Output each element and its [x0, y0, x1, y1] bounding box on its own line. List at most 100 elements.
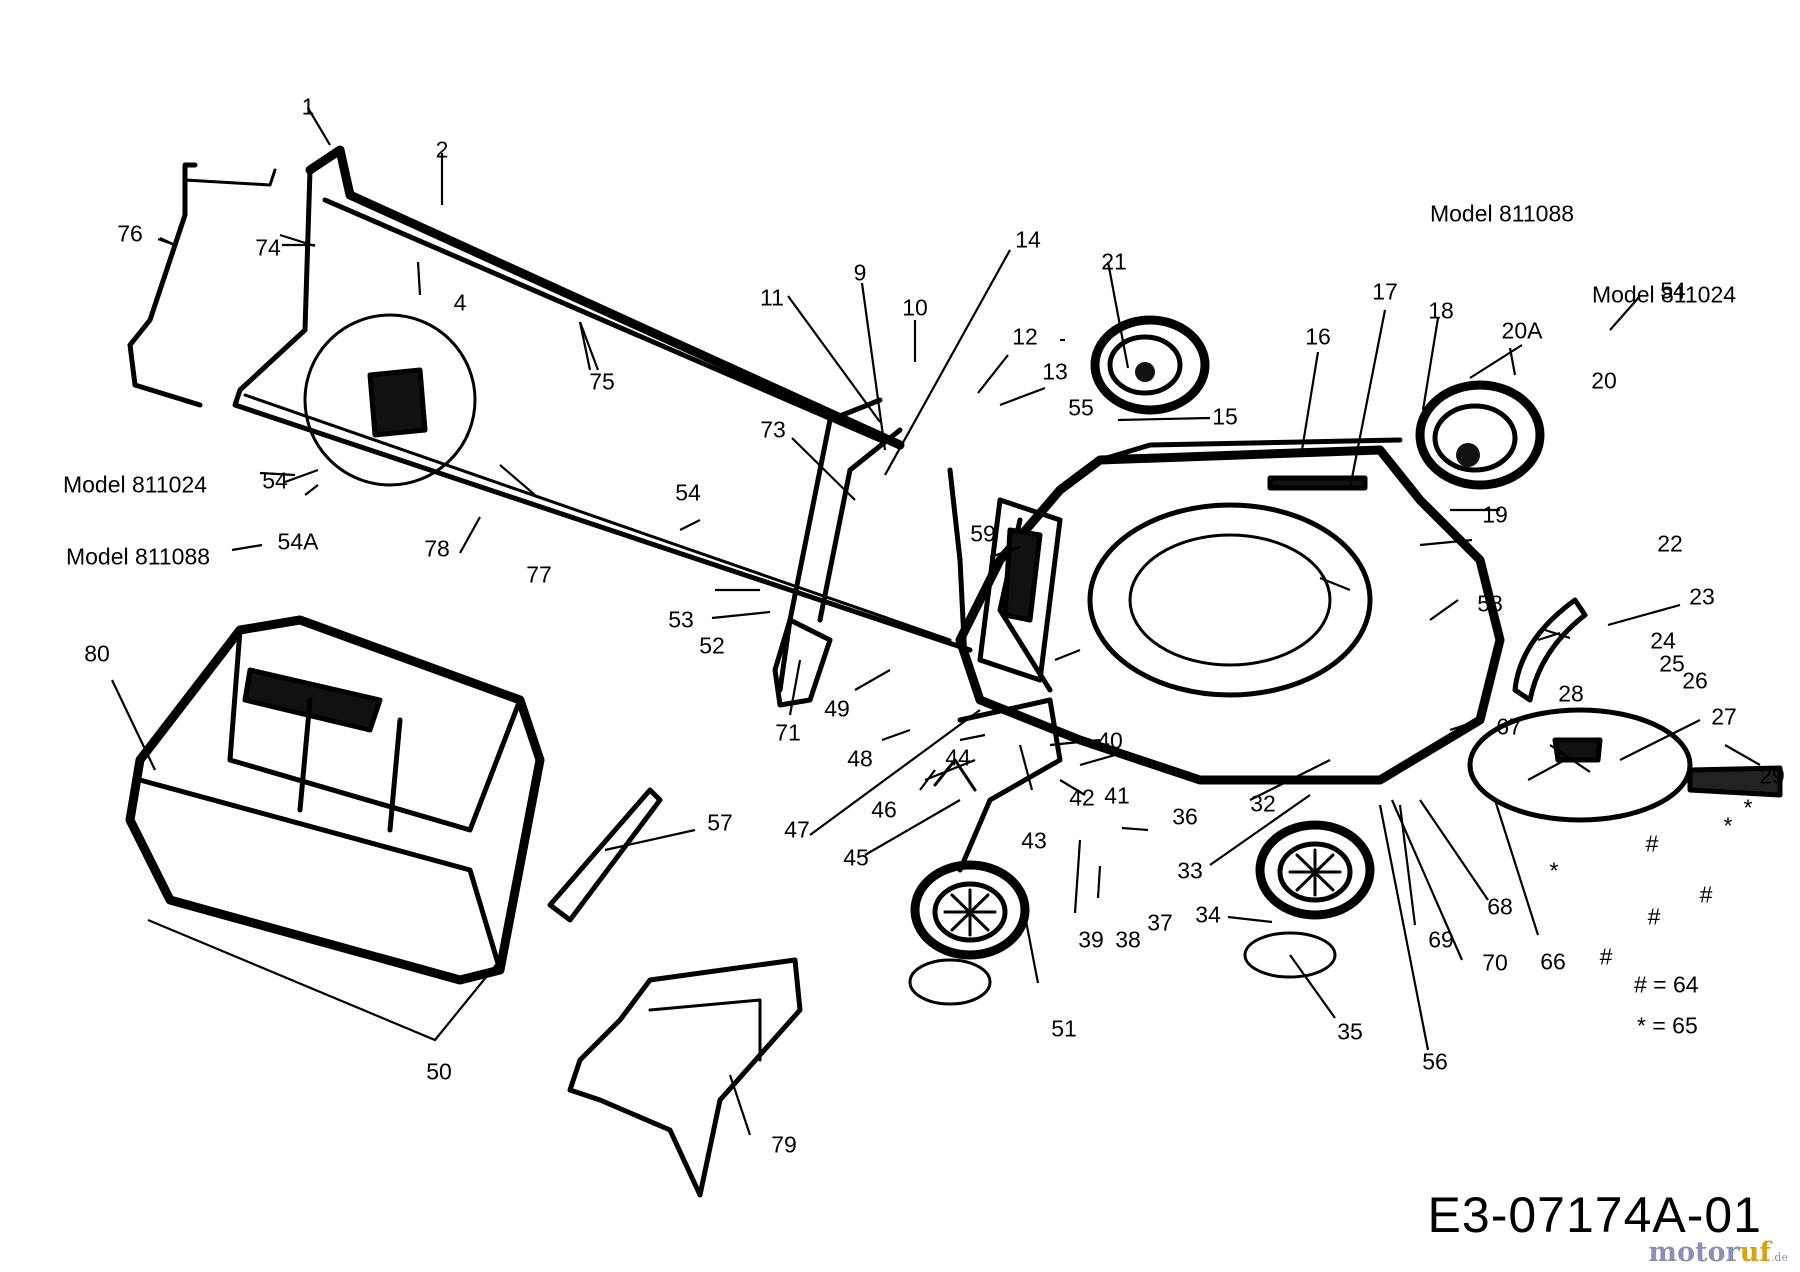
callout: 41: [1104, 782, 1130, 809]
callout: 42: [1069, 784, 1095, 811]
front-wheel-21: [1090, 315, 1210, 415]
discharge-guard: [1512, 597, 1588, 703]
callout: 11: [760, 284, 784, 311]
callout: 17: [1372, 278, 1398, 305]
drawing-code: E3-07174A-01: [1427, 1187, 1762, 1243]
callout: 73: [760, 416, 786, 443]
mulch-plug: [567, 957, 803, 1198]
callout: 32: [1250, 790, 1276, 817]
callout: 33: [1177, 857, 1203, 884]
model-note: Model 811024: [62, 471, 208, 498]
callout: 58: [1477, 590, 1503, 617]
marker-asterisk: *: [1549, 857, 1559, 884]
callout: 52: [699, 632, 725, 659]
model-note: Model 811088: [1429, 200, 1575, 227]
callout: 24: [1650, 627, 1676, 654]
callout: 76: [117, 220, 143, 247]
callout: 50: [426, 1058, 452, 1085]
blade-disc: [1467, 707, 1783, 823]
callout: 4: [453, 289, 467, 316]
handle-bracket: [772, 617, 833, 708]
callout: 44: [945, 744, 971, 771]
callout: 54: [1660, 277, 1686, 304]
callout: 16: [1305, 323, 1331, 350]
callout: 69: [1428, 926, 1454, 953]
detail-circle: [303, 313, 477, 487]
callout: 21: [1101, 248, 1127, 275]
callout: 56: [1422, 1048, 1448, 1075]
callout: 37: [1147, 909, 1173, 936]
callout: 78: [424, 535, 450, 562]
callout: 74: [255, 234, 281, 261]
callout: 18: [1428, 297, 1454, 324]
callout: 23: [1689, 583, 1715, 610]
callout: 54: [262, 467, 288, 494]
model-note: Model 811088: [65, 543, 211, 570]
marker-hash: #: [1645, 830, 1659, 857]
watermark-logo: motoruf.de: [1648, 1237, 1788, 1268]
callout: 1: [301, 93, 315, 120]
callout: 40: [1097, 727, 1123, 754]
callout: 13: [1042, 358, 1068, 385]
marker-asterisk: *: [1743, 794, 1753, 821]
marker-asterisk: *: [1723, 812, 1733, 839]
callout: 19: [1482, 501, 1508, 528]
callout: 66: [1540, 948, 1566, 975]
callout-leaders: [111, 107, 1761, 1136]
marker-hash: #: [1647, 903, 1661, 930]
callout: 49: [824, 695, 850, 722]
model-note: Model 811024: [1591, 281, 1737, 308]
front-wheel-20: [1415, 380, 1545, 490]
callout: 46: [871, 796, 897, 823]
callout: 20: [1591, 367, 1617, 394]
callout: 70: [1482, 949, 1508, 976]
catcher-frame: [547, 787, 663, 923]
grass-catcher: [125, 615, 545, 985]
callout: 25: [1659, 650, 1685, 677]
rear-height-bracket: [933, 697, 1063, 873]
callout: 59: [970, 520, 996, 547]
motor-housing: [977, 497, 1063, 683]
marker-hash: #: [1599, 943, 1613, 970]
callout: 43: [1021, 827, 1047, 854]
upper-handle: [232, 145, 973, 653]
callout: 51: [1051, 1015, 1077, 1042]
callout: 12: [1012, 323, 1038, 350]
callout: 53: [668, 606, 694, 633]
callout: 79: [771, 1131, 797, 1158]
callout: 45: [843, 844, 869, 871]
callout: 27: [1711, 703, 1737, 730]
callout: 57: [707, 809, 733, 836]
callout: 9: [853, 259, 867, 286]
callout: 38: [1115, 926, 1141, 953]
callout: 15: [1212, 403, 1238, 430]
callout: 29: [1759, 762, 1785, 789]
lower-handle: [777, 397, 968, 693]
callout: 55: [1068, 394, 1094, 421]
callout: 26: [1682, 667, 1708, 694]
rear-wheel-51: [908, 860, 1030, 1006]
callout: 71: [775, 719, 801, 746]
legend-asterisk: * = 65: [1637, 1012, 1698, 1039]
callout: 2: [435, 136, 449, 163]
callout: 20A: [1501, 317, 1543, 344]
callout: 28: [1558, 680, 1584, 707]
callout: 77: [526, 561, 552, 588]
callout: 68: [1487, 893, 1513, 920]
callout: 75: [589, 368, 615, 395]
callout: 67: [1496, 713, 1522, 740]
callout: 54: [675, 479, 701, 506]
legend-hash: # = 64: [1634, 971, 1699, 998]
rear-wheel-35: [1243, 820, 1375, 979]
callout: 36: [1172, 803, 1198, 830]
callout: 10: [902, 294, 928, 321]
callout: 39: [1078, 926, 1104, 953]
callout: 22: [1657, 530, 1683, 557]
callout: 47: [784, 816, 810, 843]
callout: 14: [1015, 226, 1041, 253]
callout: 48: [847, 745, 873, 772]
callout: 80: [84, 640, 110, 667]
callout: 54A: [277, 528, 319, 555]
